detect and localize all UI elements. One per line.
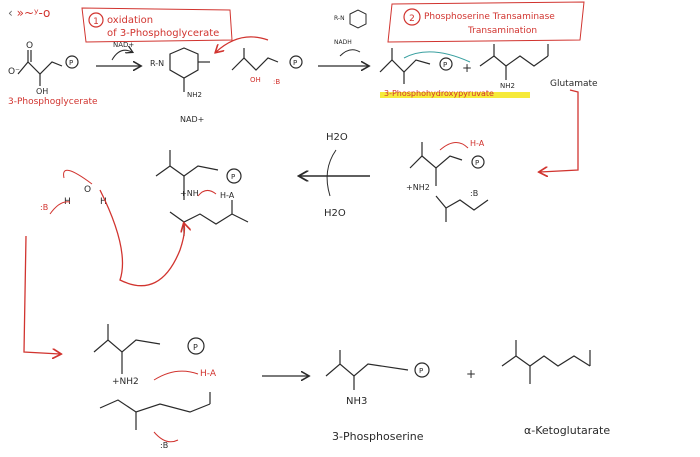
phosphoglycerate-label: 3-Phosphoglycerate [8,97,98,107]
php-p: P [443,61,447,69]
step2-number: 2 [409,14,415,24]
phosphohydroxypyruvate-label: 3-Phosphohydroxypyruvate [384,89,494,98]
bottom-p: P [193,343,198,352]
left-water-arrow [63,169,93,185]
bottom-nh2: +NH2 [112,377,139,387]
imine-nh: +NH [180,189,199,198]
step2-subtitle: Transamination [467,26,537,36]
step1-title: oxidation [107,15,153,26]
glutamate-structure [479,44,549,80]
red-flow-arrow-right [540,89,579,172]
hydride-transfer-arrow [216,36,269,52]
phosphoserine-structure [325,350,430,390]
nad-nh2-label: NH2 [187,91,202,99]
highlight-bar [380,92,530,98]
imine-p: P [231,173,235,181]
left-h2: H [100,197,107,207]
step1-label: 1 oxidation of 3-Phosphoglycerate [81,7,233,43]
bottom-ha: H-A [200,369,217,379]
nad-bottom-label: NAD+ [180,115,204,124]
step1-number-circle [88,12,104,28]
ketoglutarate-label: α-Ketoglutarate [524,424,610,437]
pg-o-minus: O⁻ [8,67,20,77]
glutamate-label: Glutamate [550,79,598,89]
ketoglutarate-structure [501,340,591,384]
step2-title: Phosphoserine Transaminase [424,12,555,22]
nad-curve-arrow [111,50,132,61]
intermediate-b: :B [273,78,280,86]
nadh-ring-small [349,9,367,29]
glu-nh2: NH2 [500,82,515,90]
left-o: O [84,185,91,195]
nav-scribble: »~ʸ-o [16,6,51,20]
phosphoglycerate-structure [17,50,79,86]
step1-subtitle: of 3-Phosphoglycerate [107,28,219,39]
carb-p: P [475,159,479,167]
ps-p: P [419,367,423,375]
nad-ring-structure [169,47,210,92]
h2o-bottom-label: H2O [324,208,346,219]
pg-p: P [69,59,73,67]
intermediate-glycerate [231,48,303,71]
pg-o: O [26,41,33,51]
phosphoserine-label: 3-Phosphoserine [332,430,424,443]
nad-top-label: NAD+ [113,41,134,49]
pg-oh: OH [36,87,48,96]
carb-red-arrow [439,142,469,151]
step2-label: 2 Phosphoserine Transaminase Transaminat… [387,1,585,43]
bottom-red-arrow-2 [153,431,179,443]
teal-attack-arrow [403,51,471,63]
step1-number: 1 [93,17,99,27]
plus-sign-2: + [466,367,476,381]
intermediate-oh: OH [250,76,261,84]
h2o-top-label: H2O [326,132,348,143]
nav-glyphs: ‹ »~ʸ-o [8,6,50,20]
nad-rn-label: R-N [150,59,164,68]
carb-nh2: +NH2 [406,183,430,192]
nadh-label: NADH [334,39,352,46]
nadh-curve [339,49,361,57]
imine-structure [155,150,249,236]
red-flow-arrow-left [23,235,60,354]
carbinolamine-structure [409,142,489,222]
back-chevron-icon[interactable]: ‹ [8,6,13,20]
carb-ha: H-A [470,139,485,148]
phosphohydroxypyruvate-structure [379,48,453,84]
hydrolysis-red-arrow [99,189,185,287]
ps-nh3: NH3 [346,396,367,407]
bottom-b: :B [160,441,168,450]
imine-red-arrow [197,190,217,197]
left-base-arrow [49,201,71,215]
bottom-intermediate-structure [93,324,211,430]
intermediate-p: P [293,59,297,67]
carb-b: :B [470,189,478,198]
step2-number-circle [403,8,421,26]
bottom-red-arrow-1 [153,370,199,381]
water-curve [326,149,337,197]
imine-ha: H-A [220,191,235,200]
nadh-rn: R-N [334,15,345,22]
left-b: :B [40,203,48,212]
plus-sign-1: + [462,61,472,75]
